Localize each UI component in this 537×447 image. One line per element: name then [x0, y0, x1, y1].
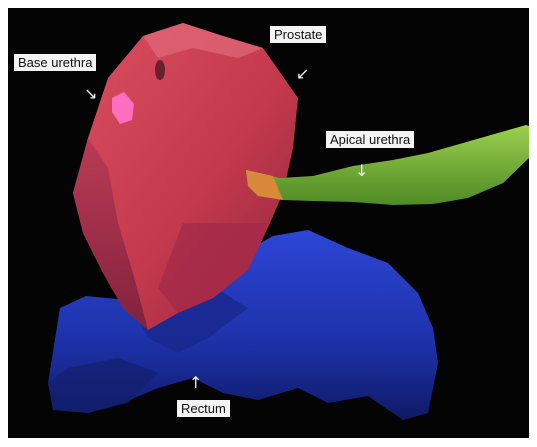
- label-prostate: Prostate: [270, 26, 326, 43]
- down-left-arrow-icon: ↙: [296, 66, 309, 82]
- down-right-arrow-icon: ↘: [84, 86, 97, 102]
- anatomy-3d-render: [8, 8, 529, 438]
- down-arrow-icon: ↓: [355, 163, 368, 179]
- up-arrow-icon: ↑: [189, 375, 202, 391]
- figure-canvas: [8, 8, 529, 438]
- label-apical-urethra: Apical urethra: [326, 131, 414, 148]
- label-base-urethra: Base urethra: [14, 54, 96, 71]
- label-rectum: Rectum: [177, 400, 230, 417]
